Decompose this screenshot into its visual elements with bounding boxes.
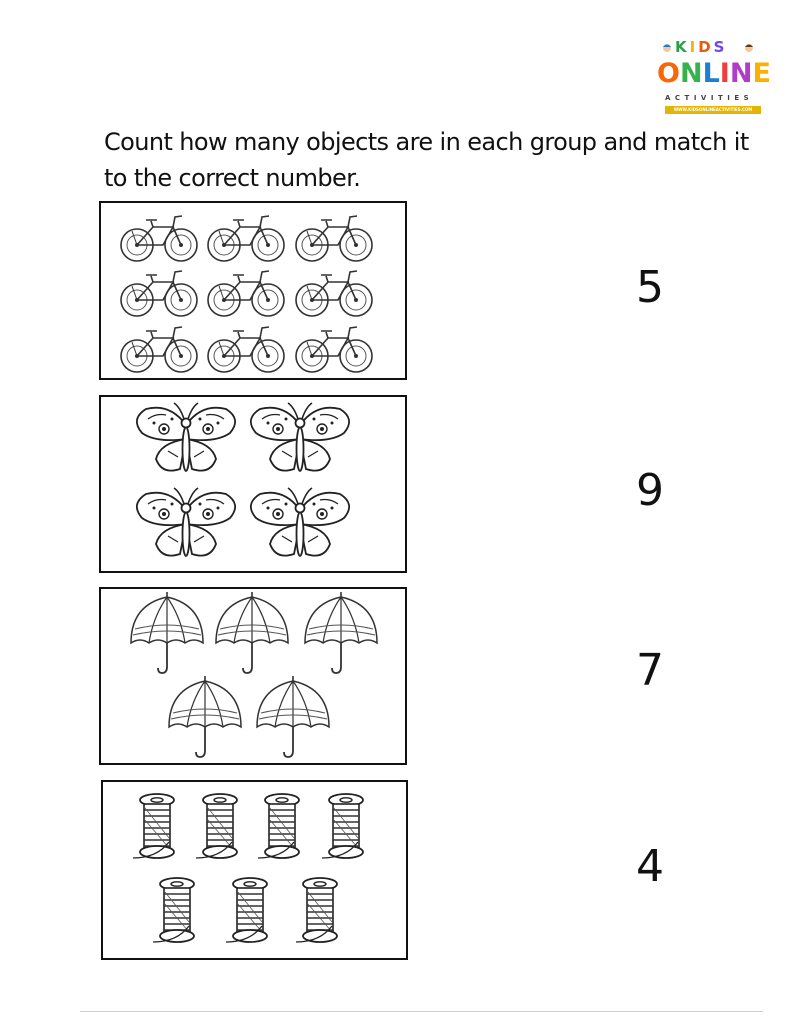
butterfly-icon <box>249 487 351 557</box>
number-option[interactable]: 9 <box>636 465 664 516</box>
number-option[interactable]: 5 <box>636 262 664 313</box>
bicycle-icon <box>295 215 373 262</box>
child-head-icon <box>663 44 671 52</box>
butterfly-icon <box>135 402 237 472</box>
bicycle-icon <box>207 326 285 373</box>
umbrella-icon <box>168 675 242 758</box>
bicycle-icon <box>295 326 373 373</box>
spool-icon <box>295 877 338 943</box>
group-box-spools[interactable] <box>101 780 408 960</box>
logo-online-text: ONLINE <box>657 58 771 89</box>
spool-icon <box>132 793 175 859</box>
umbrella-icon <box>256 675 330 758</box>
child-head-icon <box>745 44 753 52</box>
umbrella-icon <box>304 591 378 674</box>
spool-icon <box>321 793 364 859</box>
butterfly-icon <box>135 487 237 557</box>
group-box-umbrellas[interactable] <box>99 587 407 765</box>
footer-divider <box>80 1011 763 1012</box>
bicycle-icon <box>207 215 285 262</box>
spool-icon <box>195 793 238 859</box>
bicycle-icon <box>207 270 285 317</box>
instruction-text: Count how many objects are in each group… <box>104 128 749 192</box>
spool-icon <box>152 877 195 943</box>
logo-kids-text: KIDS <box>675 38 728 56</box>
umbrella-icon <box>130 591 204 674</box>
bicycle-icon <box>295 270 373 317</box>
number-option[interactable]: 4 <box>636 841 664 892</box>
bicycle-icon <box>120 270 198 317</box>
group-box-bicycles[interactable] <box>99 201 407 380</box>
bicycle-icon <box>120 215 198 262</box>
logo-activities-text: ACTIVITIES <box>665 94 754 102</box>
bicycle-icon <box>120 326 198 373</box>
group-box-butterflies[interactable] <box>99 395 407 573</box>
spool-icon <box>225 877 268 943</box>
umbrella-icon <box>215 591 289 674</box>
number-option[interactable]: 7 <box>636 645 664 696</box>
kids-online-activities-logo: KIDS ONLINE ACTIVITIES WWW.KIDSONLINEACT… <box>655 38 771 116</box>
spool-icon <box>257 793 300 859</box>
logo-url-text: WWW.KIDSONLINEACTIVITIES.COM <box>665 106 761 114</box>
butterfly-icon <box>249 402 351 472</box>
